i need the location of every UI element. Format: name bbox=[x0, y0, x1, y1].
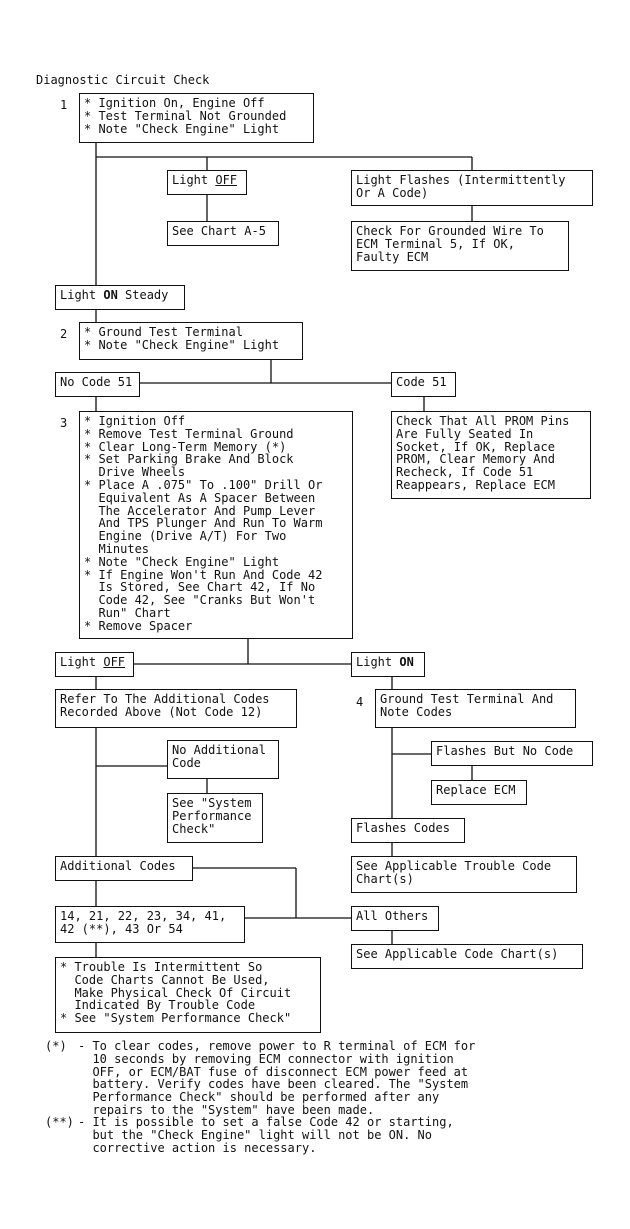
step-3-box: * Ignition Off * Remove Test Terminal Gr… bbox=[79, 411, 353, 639]
code-51-box: Code 51 bbox=[391, 372, 456, 397]
light-on-steady-label: Light bbox=[60, 288, 104, 302]
step-number-3: 3 bbox=[60, 416, 68, 430]
no-additional-code-box: No Additional Code bbox=[167, 740, 279, 779]
applicable-trouble-code-box: See Applicable Trouble Code Chart(s) bbox=[351, 856, 577, 893]
light-off-2-label: Light bbox=[60, 655, 104, 669]
step-2-box: * Ground Test Terminal * Note "Check Eng… bbox=[79, 322, 303, 360]
see-chart-a5-box: See Chart A-5 bbox=[167, 221, 279, 246]
light-on-steady-emphasis: ON bbox=[103, 288, 118, 302]
light-flashes-box: Light Flashes (Intermittently Or A Code) bbox=[351, 170, 593, 206]
light-on-box: Light ON bbox=[351, 652, 425, 677]
intermittent-box: * Trouble Is Intermittent So Code Charts… bbox=[55, 957, 321, 1033]
light-on-emphasis: ON bbox=[399, 655, 414, 669]
codes-list-box: 14, 21, 22, 23, 34, 41, 42 (**), 43 Or 5… bbox=[55, 906, 245, 943]
light-on-steady-box: Light ON Steady bbox=[55, 285, 185, 310]
light-on-label: Light bbox=[356, 655, 400, 669]
light-off-2-emphasis: OFF bbox=[103, 655, 126, 669]
flashes-no-code-box: Flashes But No Code bbox=[431, 741, 593, 766]
footnote-1-mark: (*) bbox=[45, 1039, 67, 1053]
flashes-codes-box: Flashes Codes bbox=[351, 818, 465, 843]
light-off-1-label: Light bbox=[172, 173, 216, 187]
all-others-box: All Others bbox=[351, 906, 439, 931]
additional-codes-recorded-box: Refer To The Additional Codes Recorded A… bbox=[55, 689, 297, 728]
footnote-1-text: - To clear codes, remove power to R term… bbox=[78, 1039, 476, 1117]
grounded-wire-box: Check For Grounded Wire To ECM Terminal … bbox=[351, 221, 569, 271]
system-performance-box: See "System Performance Check" bbox=[167, 793, 263, 843]
step-number-4: 4 bbox=[356, 695, 364, 709]
light-off-box-2: Light OFF bbox=[55, 652, 134, 677]
step-number-2: 2 bbox=[60, 327, 68, 341]
additional-codes-box: Additional Codes bbox=[55, 856, 193, 881]
ground-note-codes-box: Ground Test Terminal And Note Codes bbox=[375, 689, 576, 728]
no-code-51-box: No Code 51 bbox=[55, 372, 140, 397]
page-title: Diagnostic Circuit Check bbox=[36, 73, 210, 87]
footnote-2-text: - It is possible to set a false Code 42 … bbox=[78, 1115, 454, 1155]
prom-check-box: Check That All PROM Pins Are Fully Seate… bbox=[391, 411, 591, 499]
light-on-steady-suffix: Steady bbox=[117, 288, 169, 302]
step-1-box: * Ignition On, Engine Off * Test Termina… bbox=[79, 93, 314, 143]
step-number-1: 1 bbox=[60, 98, 68, 112]
replace-ecm-box: Replace ECM bbox=[431, 780, 527, 805]
applicable-code-chart-box: See Applicable Code Chart(s) bbox=[351, 944, 583, 969]
light-off-box-1: Light OFF bbox=[167, 170, 247, 195]
footnote-2-mark: (**) bbox=[45, 1115, 74, 1129]
light-off-1-emphasis: OFF bbox=[215, 173, 238, 187]
